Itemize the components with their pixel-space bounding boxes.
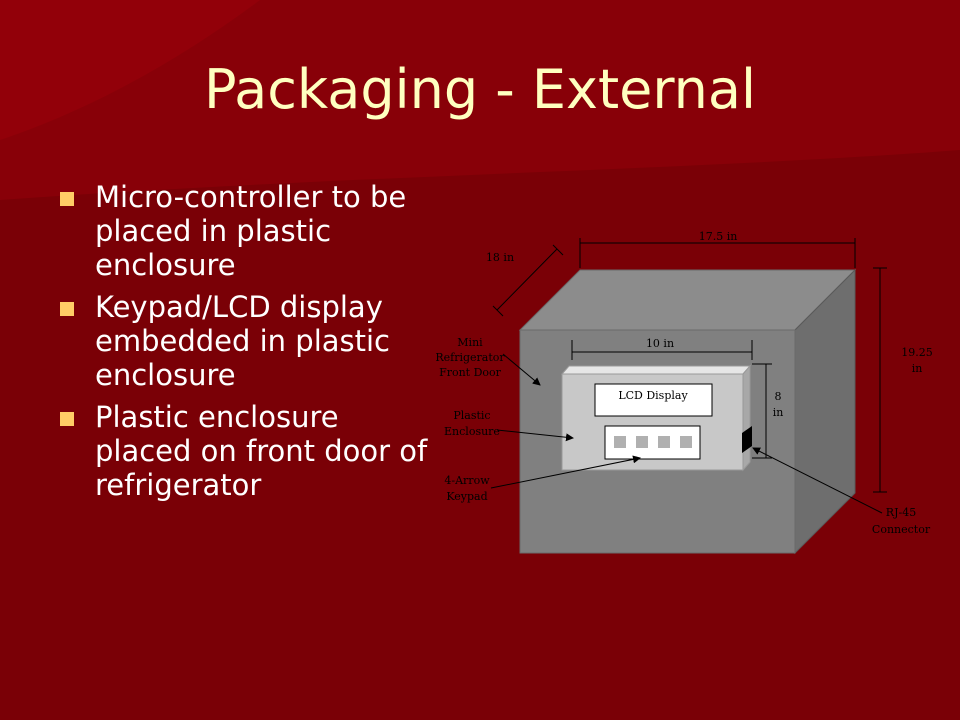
lcd-display-label: LCD Display bbox=[618, 389, 688, 402]
rj45-label-line2: Connector bbox=[872, 523, 931, 536]
depth-dimension-line bbox=[496, 248, 558, 311]
depth-dimension-label: 18 in bbox=[486, 251, 514, 264]
keypad-key bbox=[636, 436, 648, 448]
bullet-item: Micro-controller to be placed in plastic… bbox=[58, 180, 438, 282]
enclosure-callout-arrow bbox=[496, 429, 574, 442]
keypad-label-line1: 4-Arrow bbox=[444, 474, 490, 487]
height-dimension-label: 19.25 bbox=[901, 346, 933, 359]
rj45-label-line1: RJ-45 bbox=[886, 506, 916, 519]
enclosure-top-face bbox=[560, 365, 752, 375]
bullet-item: Keypad/LCD display embedded in plastic e… bbox=[58, 290, 438, 392]
lcd-display bbox=[594, 383, 713, 417]
height-dimension-unit: in bbox=[912, 362, 923, 375]
width-dimension-label: 17.5 in bbox=[699, 230, 738, 243]
bullet-text: Micro-controller to be placed in plastic… bbox=[95, 180, 407, 282]
enclosure-width-label: 10 in bbox=[646, 337, 674, 350]
depth-dimension-tick bbox=[552, 244, 564, 256]
bullet-square-icon bbox=[60, 412, 74, 426]
bullet-square-icon bbox=[60, 192, 74, 206]
rj45-callout-arrow bbox=[752, 447, 883, 514]
door-label-line3: Front Door bbox=[439, 366, 502, 379]
depth-dimension-tick bbox=[492, 305, 504, 317]
bullet-text: Plastic enclosure placed on front door o… bbox=[95, 400, 428, 502]
slide-title: Packaging - External bbox=[204, 58, 756, 121]
bullet-item: Plastic enclosure placed on front door o… bbox=[58, 400, 438, 502]
enclosure-height-unit: in bbox=[773, 406, 784, 419]
enclosure-label-line2: Enclosure bbox=[444, 425, 500, 438]
keypad-label-line2: Keypad bbox=[446, 490, 487, 503]
door-label-line1: Mini bbox=[457, 336, 483, 349]
bullet-text: Keypad/LCD display embedded in plastic e… bbox=[95, 290, 390, 392]
enclosure-height-label: 8 bbox=[775, 390, 782, 403]
door-label-line2: Refrigerator bbox=[435, 351, 505, 364]
keypad-callout-arrow bbox=[490, 455, 641, 489]
enclosure-label-line1: Plastic bbox=[453, 409, 490, 422]
keypad-key bbox=[614, 436, 626, 448]
bullet-square-icon bbox=[60, 302, 74, 316]
keypad-key bbox=[658, 436, 670, 448]
door-callout-arrow bbox=[502, 353, 541, 386]
rj45-connector bbox=[742, 426, 752, 453]
keypad-key bbox=[680, 436, 692, 448]
bullet-list: Micro-controller to be placed in plastic… bbox=[58, 180, 438, 510]
enclosure-side-face bbox=[742, 364, 751, 472]
